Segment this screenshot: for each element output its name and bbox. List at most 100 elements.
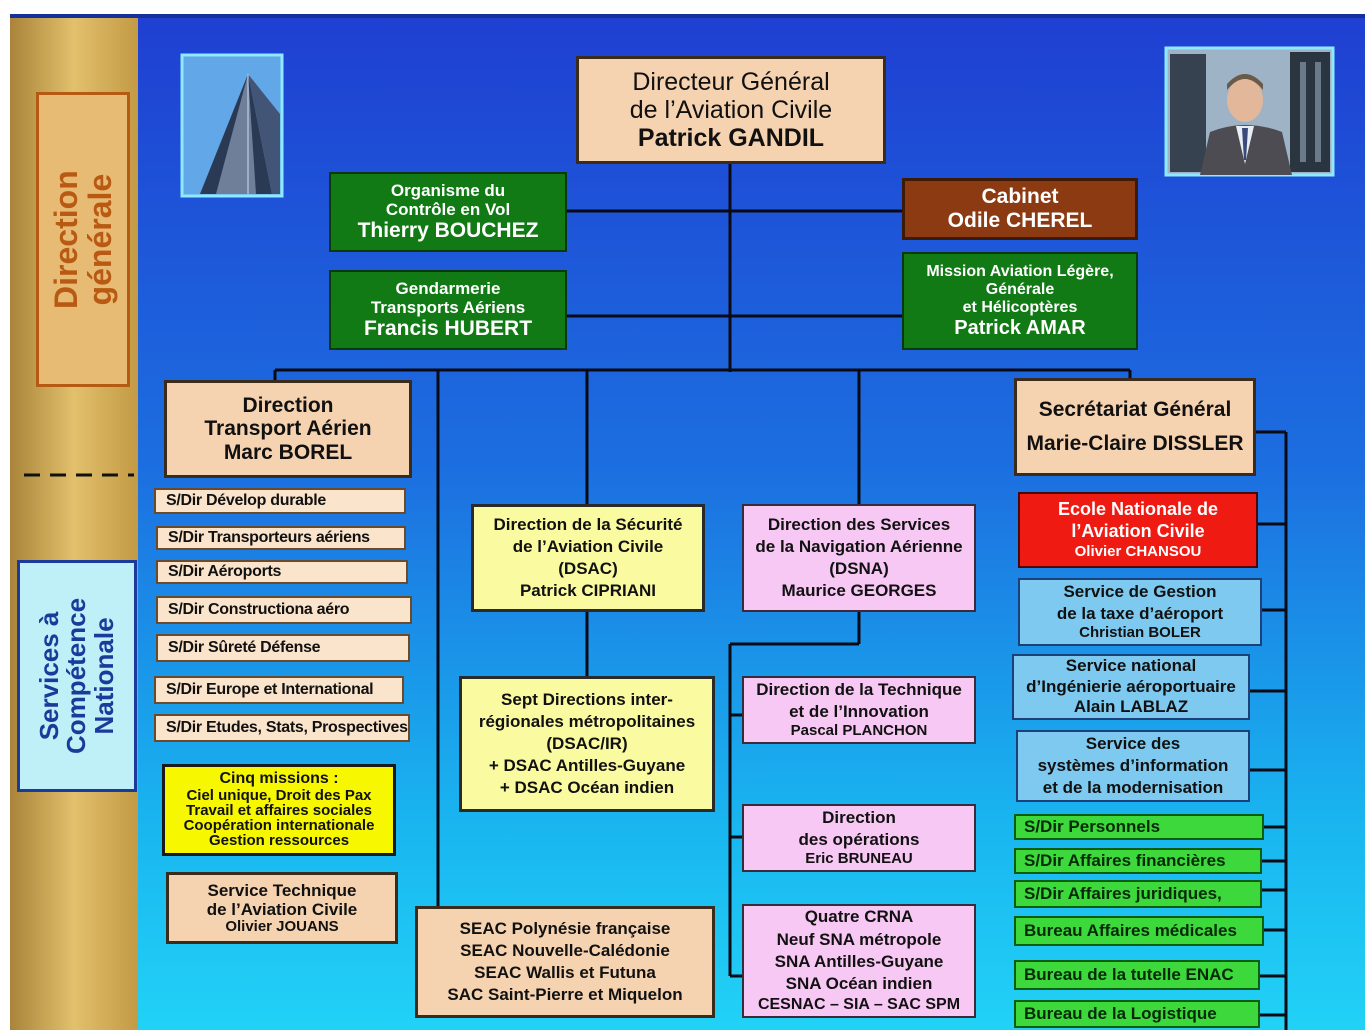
- dta-subdir-item: S/Dir Constructiona aéro: [156, 596, 412, 624]
- sg-unit-item: Bureau de la tutelle ENAC: [1014, 960, 1260, 990]
- enac-line2: l’Aviation Civile: [1071, 521, 1205, 541]
- stac-line2: de l’Aviation Civile: [206, 899, 358, 919]
- malgh-name: Patrick AMAR: [954, 316, 1086, 339]
- seac-box: SEAC Polynésie française SEAC Nouvelle-C…: [415, 906, 715, 1018]
- stac-name: Olivier JOUANS: [225, 917, 339, 935]
- direction-generale-label: Direction générale: [36, 92, 130, 387]
- sg-unit-item: S/Dir Affaires financières: [1014, 848, 1262, 874]
- dta-subdir-item: S/Dir Dévelop durable: [154, 488, 406, 514]
- sg-name: Marie-Claire DISSLER: [1026, 432, 1244, 455]
- dsna-box: Direction des Services de la Navigation …: [742, 504, 976, 612]
- building-photo: [180, 53, 284, 198]
- stac-box: Service Technique de l’Aviation Civile O…: [166, 872, 398, 944]
- ocv-box: Organisme du Contrôle en Vol Thierry BOU…: [329, 172, 567, 252]
- ssim-line2: systèmes d’information: [1037, 755, 1229, 775]
- ocv-line2: Contrôle en Vol: [385, 200, 511, 220]
- snia-name: Alain LABLAZ: [1073, 697, 1189, 717]
- dsac-name: Patrick CIPRIANI: [519, 581, 657, 601]
- services-line2: Compétence: [61, 597, 92, 755]
- ssim-line3: et de la modernisation: [1042, 778, 1224, 798]
- sg-unit-item: S/Dir Personnels: [1014, 814, 1264, 840]
- dta-line2: Transport Aérien: [204, 417, 372, 441]
- seac-line1: SEAC Polynésie française: [459, 918, 671, 938]
- ocv-name: Thierry BOUCHEZ: [357, 219, 539, 243]
- dsna-name: Maurice GEORGES: [781, 581, 937, 601]
- missions-title: Cinq missions :: [219, 770, 339, 788]
- dta-subdir-item: S/Dir Etudes, Stats, Prospectives: [154, 714, 410, 742]
- seac-line4: SAC Saint-Pierre et Miquelon: [447, 985, 683, 1005]
- seac-line2: SEAC Nouvelle-Calédonie: [460, 940, 670, 960]
- dta-subdir-item: S/Dir Aéroports: [156, 560, 408, 584]
- sg-unit-item: Bureau Affaires médicales: [1014, 916, 1264, 946]
- gta-line1: Gendarmerie: [395, 279, 501, 299]
- sgta-line1: Service de Gestion: [1063, 582, 1217, 602]
- crna-line5: CESNAC – SIA – SAC SPM: [757, 995, 961, 1013]
- cabinet-box: Cabinet Odile CHEREL: [902, 178, 1138, 240]
- sgta-box: Service de Gestion de la taxe d’aéroport…: [1018, 578, 1262, 646]
- sg-unit-item: Bureau de la Logistique: [1014, 1000, 1260, 1028]
- cabinet-name: Odile CHEREL: [947, 209, 1093, 232]
- crna-box: Quatre CRNA Neuf SNA métropole SNA Antil…: [742, 904, 976, 1018]
- dti-line2: et de l’Innovation: [789, 701, 929, 721]
- seac-line3: SEAC Wallis et Futuna: [474, 963, 656, 982]
- services-competence-label: Services à Compétence Nationale: [17, 560, 137, 792]
- dti-line1: Direction de la Technique: [756, 680, 962, 700]
- dg-name: Patrick GANDIL: [637, 124, 825, 152]
- snia-line1: Service national: [1065, 656, 1197, 676]
- dta-line1: Direction: [242, 393, 334, 417]
- services-line3: Nationale: [88, 617, 119, 735]
- malgh-line1: Mission Aviation Légère,: [926, 262, 1114, 280]
- dsacir-line4: + DSAC Antilles-Guyane: [488, 756, 686, 776]
- gta-name: Francis HUBERT: [363, 317, 533, 341]
- ssim-line1: Service des: [1085, 733, 1181, 753]
- dsac-line3: (DSAC): [558, 559, 618, 578]
- snia-box: Service national d’Ingénierie aéroportua…: [1012, 654, 1250, 720]
- stac-line1: Service Technique: [207, 880, 357, 900]
- dta-subdir-item: S/Dir Transporteurs aériens: [156, 526, 406, 550]
- dta-box: Direction Transport Aérien Marc BOREL: [164, 380, 412, 478]
- dsacir-line1: Sept Directions inter-: [501, 689, 673, 709]
- direction-generale-line1: Direction: [47, 170, 84, 309]
- top-border: [10, 14, 1365, 18]
- dti-name: Pascal PLANCHON: [790, 721, 928, 739]
- dsac-ir-box: Sept Directions inter- régionales métrop…: [459, 676, 715, 812]
- dta-subdir-item: S/Dir Sûreté Défense: [156, 634, 410, 662]
- enac-name: Olivier CHANSOU: [1074, 542, 1202, 560]
- dsacir-line3: (DSAC/IR): [546, 733, 628, 753]
- dsacir-line5: + DSAC Océan indien: [499, 778, 675, 798]
- gta-box: Gendarmerie Transports Aériens Francis H…: [329, 270, 567, 350]
- dsac-line1: Direction de la Sécurité: [493, 514, 683, 534]
- dsac-box: Direction de la Sécurité de l’Aviation C…: [471, 504, 705, 612]
- dta-name: Marc BOREL: [223, 440, 353, 464]
- dg-line1: Directeur Général: [632, 68, 830, 96]
- missions-item3: Coopération internationale: [183, 817, 375, 835]
- ssim-box: Service des systèmes d’information et de…: [1016, 730, 1250, 802]
- services-line1: Services à: [34, 611, 65, 741]
- director-portrait-photo: [1164, 46, 1335, 177]
- sg-box: Secrétariat Général Marie-Claire DISSLER: [1014, 378, 1256, 476]
- sg-unit-item: S/Dir Affaires juridiques,: [1014, 880, 1262, 908]
- dsacir-line2: régionales métropolitaines: [478, 711, 696, 731]
- do-line1: Direction: [822, 808, 896, 828]
- crna-line4: SNA Océan indien: [785, 973, 933, 993]
- sgta-line2: de la taxe d’aéroport: [1056, 603, 1224, 623]
- malgh-line2: Générale: [985, 280, 1055, 298]
- dta-missions-box: Cinq missions : Ciel unique, Droit des P…: [162, 764, 396, 856]
- missions-item2: Travail et affaires sociales: [186, 801, 372, 819]
- cabinet-label: Cabinet: [981, 185, 1059, 209]
- dti-box: Direction de la Technique et de l’Innova…: [742, 676, 976, 744]
- do-line2: des opérations: [798, 829, 920, 849]
- directeur-general-box: Directeur Général de l’Aviation Civile P…: [576, 56, 886, 164]
- connector-lines: [24, 46, 1335, 1030]
- snia-line2: d’Ingénierie aéroportuaire: [1026, 676, 1236, 696]
- dsna-line1: Direction des Services: [767, 514, 951, 534]
- missions-item1: Ciel unique, Droit des Pax: [186, 786, 372, 804]
- crna-line2: Neuf SNA métropole: [776, 929, 942, 949]
- sg-label: Secrétariat Général: [1038, 398, 1232, 422]
- missions-item4: Gestion ressources: [208, 832, 350, 850]
- dsna-line3: (DSNA): [829, 559, 889, 578]
- direction-generale-line2: générale: [81, 173, 117, 306]
- gta-line2: Transports Aériens: [370, 298, 526, 318]
- dsna-do-box: Direction des opérations Eric BRUNEAU: [742, 804, 976, 872]
- enac-line1: Ecole Nationale de: [1057, 499, 1219, 520]
